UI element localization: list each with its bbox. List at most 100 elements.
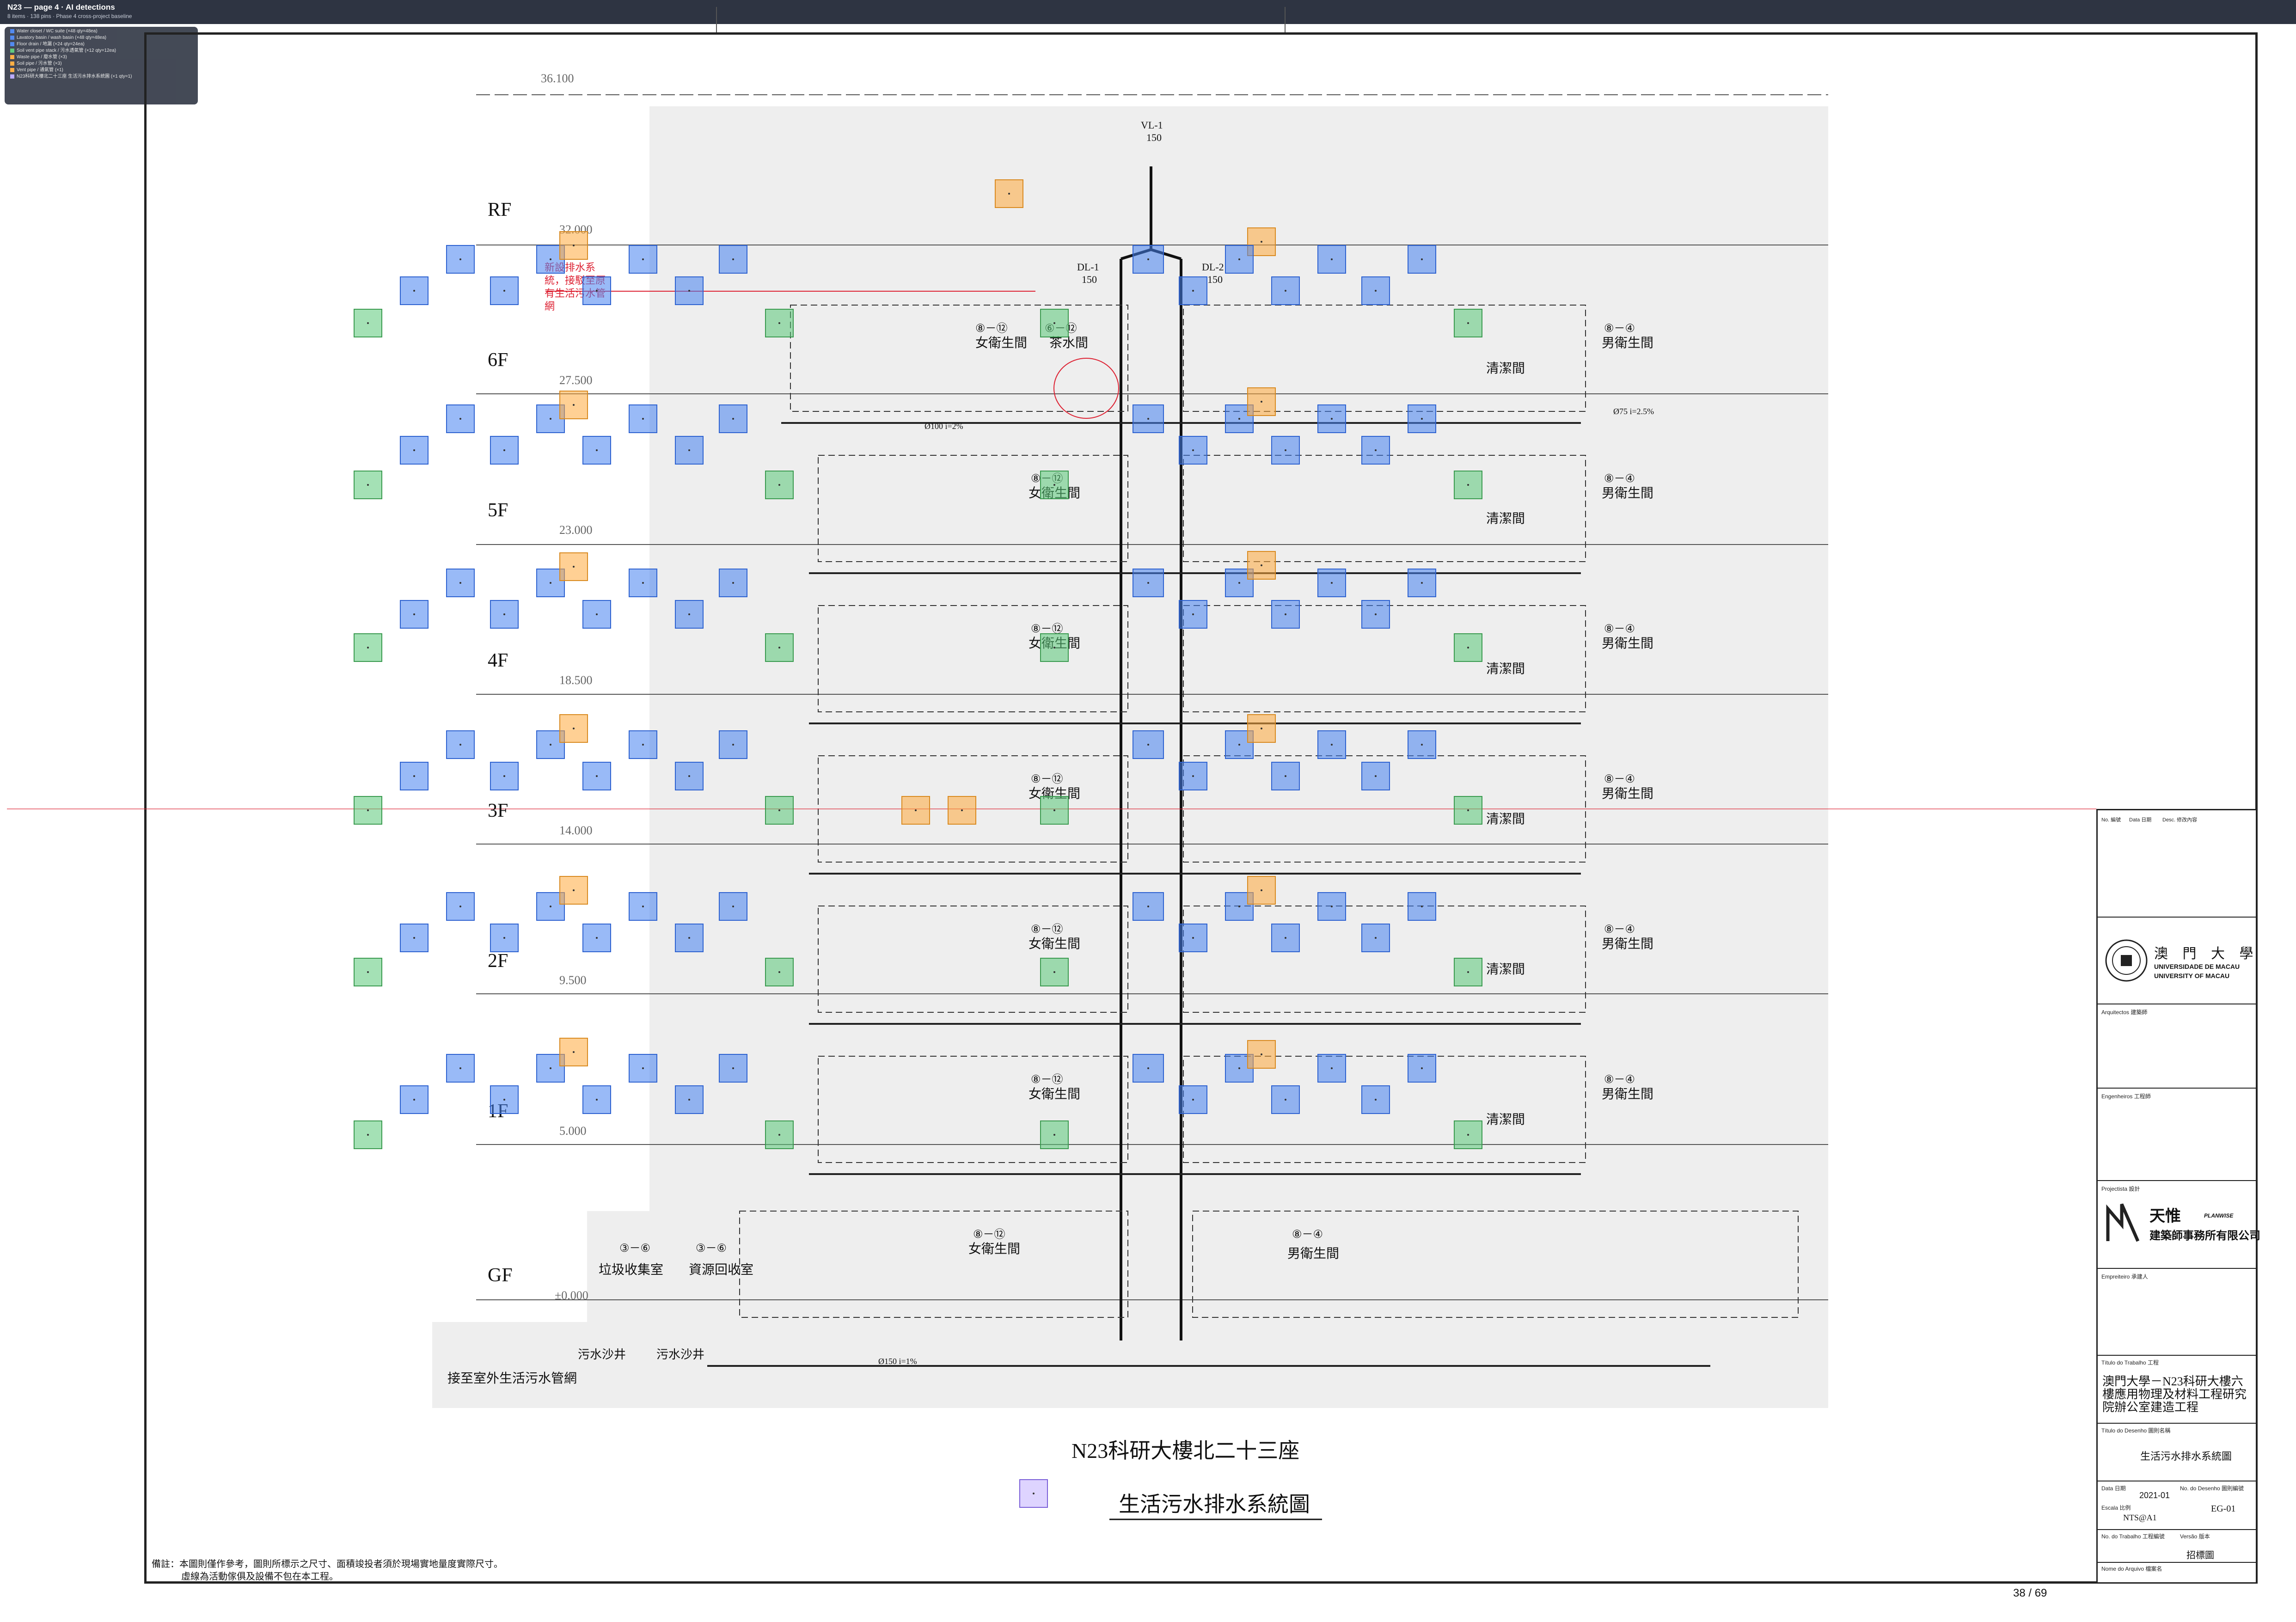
detection-box[interactable] — [1408, 245, 1436, 274]
detection-box[interactable] — [354, 1120, 382, 1149]
detection-box[interactable] — [1361, 436, 1390, 465]
detection-box[interactable] — [1361, 1085, 1390, 1114]
detection-box[interactable] — [765, 633, 794, 662]
detection-box[interactable] — [675, 276, 704, 305]
detection-box[interactable] — [1361, 600, 1390, 629]
detection-box[interactable] — [490, 762, 519, 790]
detection-box[interactable] — [1408, 892, 1436, 921]
detection-box[interactable] — [719, 1054, 747, 1083]
detection-box[interactable] — [1454, 633, 1482, 662]
detection-box[interactable] — [400, 436, 429, 465]
detection-box[interactable] — [1454, 958, 1482, 986]
detection-box[interactable] — [1133, 569, 1164, 597]
detection-box[interactable] — [1317, 569, 1346, 597]
detection-box[interactable] — [559, 1038, 588, 1066]
detection-box[interactable] — [582, 600, 611, 629]
detection-box[interactable] — [559, 391, 588, 419]
detection-box[interactable] — [1271, 276, 1300, 305]
detection-box[interactable] — [719, 892, 747, 921]
detection-box[interactable] — [1179, 1085, 1207, 1114]
detection-box[interactable] — [1133, 245, 1164, 274]
legend-item[interactable]: Vent pipe / 通氣管 (×1) — [10, 67, 63, 73]
detection-box[interactable] — [446, 404, 475, 433]
detection-box[interactable] — [400, 276, 429, 305]
legend-item[interactable]: N23科研大樓北二十三座 生活污水排水系統圖 (×1 qty=1) — [10, 74, 132, 80]
detection-box[interactable] — [354, 796, 382, 825]
detection-box[interactable] — [400, 1085, 429, 1114]
detection-box[interactable] — [765, 471, 794, 499]
detection-box[interactable] — [400, 762, 429, 790]
legend-item[interactable]: Soil pipe / 污水管 (×3) — [10, 61, 62, 67]
legend-item[interactable]: Soil vent pipe stack / 污水透氣管 (×12 qty=12… — [10, 48, 116, 54]
detection-box[interactable] — [400, 924, 429, 952]
detection-box[interactable] — [1317, 730, 1346, 759]
detection-box[interactable] — [354, 958, 382, 986]
detection-box[interactable] — [446, 245, 475, 274]
detection-box[interactable] — [446, 569, 475, 597]
detection-box-title[interactable] — [1019, 1479, 1048, 1508]
detection-box[interactable] — [582, 1085, 611, 1114]
detection-box[interactable] — [1454, 309, 1482, 337]
detection-box[interactable] — [1408, 569, 1436, 597]
detection-box[interactable] — [675, 924, 704, 952]
detection-box[interactable] — [582, 924, 611, 952]
detection-box[interactable] — [629, 404, 657, 433]
detection-box[interactable] — [490, 924, 519, 952]
detection-box[interactable] — [719, 245, 747, 274]
detection-box[interactable] — [1271, 1085, 1300, 1114]
detection-box[interactable] — [629, 569, 657, 597]
detection-box[interactable] — [582, 762, 611, 790]
detection-box[interactable] — [354, 633, 382, 662]
detection-box[interactable] — [629, 1054, 657, 1083]
detection-box[interactable] — [1133, 892, 1164, 921]
detection-box[interactable] — [1040, 633, 1069, 662]
detection-box[interactable] — [582, 436, 611, 465]
detection-box[interactable] — [675, 1085, 704, 1114]
detection-box[interactable] — [1179, 600, 1207, 629]
detection-box[interactable] — [719, 404, 747, 433]
detection-box[interactable] — [1247, 387, 1276, 416]
detection-box[interactable] — [1247, 714, 1276, 743]
detection-box[interactable] — [354, 471, 382, 499]
detection-box[interactable] — [1040, 471, 1069, 499]
detection-box[interactable] — [1179, 276, 1207, 305]
detection-box[interactable] — [1317, 892, 1346, 921]
detection-box[interactable] — [1271, 762, 1300, 790]
detection-box[interactable] — [490, 1085, 519, 1114]
detection-box[interactable] — [1361, 762, 1390, 790]
detection-box[interactable] — [1040, 309, 1069, 337]
detection-box[interactable] — [629, 245, 657, 274]
detection-box[interactable] — [1040, 1120, 1069, 1149]
detection-box[interactable] — [1271, 600, 1300, 629]
detection-box[interactable] — [1361, 924, 1390, 952]
detection-box[interactable] — [629, 892, 657, 921]
detection-box[interactable] — [1247, 1040, 1276, 1069]
detection-box[interactable] — [1408, 730, 1436, 759]
detection-box[interactable] — [765, 309, 794, 337]
legend-item[interactable]: Floor drain / 地漏 (×24 qty=24ea) — [10, 42, 85, 47]
detection-box[interactable] — [1454, 1120, 1482, 1149]
detection-box[interactable] — [901, 796, 930, 825]
detection-box[interactable] — [559, 714, 588, 743]
detection-box[interactable] — [995, 179, 1023, 208]
detection-box[interactable] — [948, 796, 976, 825]
legend-item[interactable]: Water closet / WC suite (×48 qty=48ea) — [10, 29, 98, 34]
detection-box[interactable] — [1247, 876, 1276, 905]
detection-box[interactable] — [1040, 958, 1069, 986]
detection-box[interactable] — [1179, 436, 1207, 465]
detection-box[interactable] — [1133, 730, 1164, 759]
detection-box[interactable] — [1454, 471, 1482, 499]
detection-box[interactable] — [1361, 276, 1390, 305]
detection-box[interactable] — [446, 730, 475, 759]
detection-box[interactable] — [1133, 404, 1164, 433]
detection-box[interactable] — [719, 730, 747, 759]
detection-box[interactable] — [490, 600, 519, 629]
detection-box[interactable] — [1454, 796, 1482, 825]
detection-box[interactable] — [1317, 245, 1346, 274]
detection-box[interactable] — [765, 796, 794, 825]
detection-box[interactable] — [490, 436, 519, 465]
detection-box[interactable] — [675, 762, 704, 790]
detection-box[interactable] — [675, 436, 704, 465]
detection-box[interactable] — [1225, 245, 1254, 274]
detection-box[interactable] — [1179, 924, 1207, 952]
